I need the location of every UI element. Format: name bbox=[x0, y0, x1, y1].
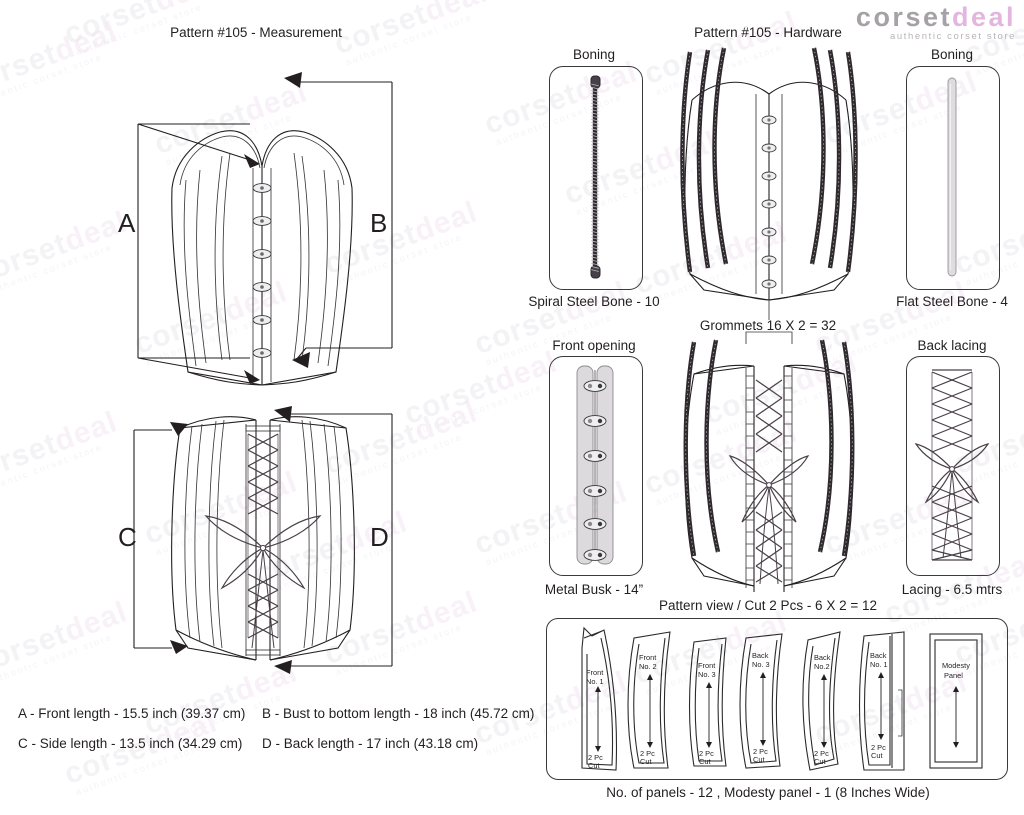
dimension-a-label: A bbox=[118, 208, 136, 238]
svg-text:Modesty: Modesty bbox=[942, 661, 970, 670]
pattern-piece-back-2: Back No.2 2 Pc Cut bbox=[802, 631, 841, 771]
dimension-a bbox=[137, 123, 260, 384]
back-spiral-bones bbox=[683, 339, 855, 557]
measurement-c: C - Side length - 13.5 inch (34.29 cm) bbox=[18, 736, 243, 751]
svg-text:Front: Front bbox=[586, 668, 603, 677]
pattern-pieces: Front No. 1 2 Pc Cut Front No. 2 2 Pc Cu… bbox=[581, 626, 983, 771]
svg-text:2 Pc: 2 Pc bbox=[814, 749, 829, 758]
front-view-diagram bbox=[137, 72, 393, 386]
hardware-back-lacing bbox=[755, 379, 783, 583]
back-lacing bbox=[247, 433, 279, 639]
pattern-view-title: Pattern view / Cut 2 Pcs - 6 X 2 = 12 bbox=[659, 598, 877, 613]
flat-bone-caption: Flat Steel Bone - 4 bbox=[896, 294, 1008, 309]
svg-text:Front: Front bbox=[639, 653, 656, 662]
svg-text:Cut: Cut bbox=[814, 757, 826, 766]
lacing-bow-detail bbox=[914, 443, 990, 559]
svg-text:No. 1: No. 1 bbox=[586, 677, 604, 686]
svg-text:Panel: Panel bbox=[944, 671, 963, 680]
svg-text:Back: Back bbox=[752, 651, 769, 660]
front-busk-grommets bbox=[761, 115, 777, 289]
busk-box bbox=[549, 356, 643, 576]
svg-text:No. 2: No. 2 bbox=[639, 662, 657, 671]
svg-text:No. 3: No. 3 bbox=[752, 660, 770, 669]
dimension-c-label: C bbox=[118, 522, 137, 552]
grommet-ladder bbox=[746, 375, 792, 581]
flat-steel-bone bbox=[947, 77, 957, 277]
pattern-piece-front-1: Front No. 1 2 Pc Cut bbox=[581, 626, 618, 771]
svg-text:Back: Back bbox=[870, 651, 887, 660]
svg-text:2 Pc: 2 Pc bbox=[640, 749, 655, 758]
hardware-bow bbox=[728, 455, 810, 585]
svg-text:No. 3: No. 3 bbox=[698, 670, 716, 679]
grommets-caption: Grommets 16 X 2 = 32 bbox=[699, 318, 837, 333]
boning-right-heading: Boning bbox=[930, 47, 974, 62]
dimension-d-label: D bbox=[370, 522, 389, 552]
dimension-c bbox=[133, 422, 188, 654]
hardware-front-diagram bbox=[680, 47, 858, 320]
busk-closures bbox=[252, 183, 272, 358]
svg-text:Cut: Cut bbox=[753, 755, 765, 764]
brand-name-primary: corset bbox=[855, 2, 952, 32]
spiral-bone-caption: Spiral Steel Bone - 10 bbox=[528, 294, 660, 309]
measurement-title: Pattern #105 - Measurement bbox=[170, 25, 342, 40]
svg-text:Front: Front bbox=[698, 661, 715, 670]
pattern-piece-front-2: Front No. 2 2 Pc Cut bbox=[627, 631, 671, 769]
svg-text:Cut: Cut bbox=[640, 757, 652, 766]
brand-tagline: authentic corset store bbox=[889, 31, 1016, 42]
measurement-b: B - Bust to bottom length - 18 inch (45.… bbox=[262, 706, 535, 721]
svg-text:Cut: Cut bbox=[699, 757, 711, 766]
svg-text:No.2: No.2 bbox=[814, 662, 830, 671]
hardware-title: Pattern #105 - Hardware bbox=[694, 25, 842, 40]
pattern-piece-back-1: Back No. 1 2 Pc Cut bbox=[858, 631, 905, 771]
flat-bone-box bbox=[906, 66, 1000, 290]
panels-footer: No. of panels - 12 , Modesty panel - 1 (… bbox=[606, 785, 930, 800]
busk-clasps bbox=[583, 380, 607, 561]
pattern-pieces-box bbox=[546, 618, 1008, 780]
spiral-bone-box bbox=[549, 66, 643, 290]
brand-logo: corsetdeal authentic corset store bbox=[856, 2, 1016, 42]
measurement-a: A - Front length - 15.5 inch (39.37 cm) bbox=[18, 706, 246, 721]
back-lacing-detail bbox=[914, 369, 990, 561]
pattern-piece-back-3: Back No. 3 2 Pc Cut bbox=[739, 633, 783, 769]
boning-left-heading: Boning bbox=[572, 47, 616, 62]
lacing-box bbox=[906, 356, 1000, 576]
svg-text:2 Pc: 2 Pc bbox=[753, 747, 768, 756]
svg-text:No. 1: No. 1 bbox=[870, 660, 888, 669]
svg-text:Cut: Cut bbox=[871, 751, 883, 760]
svg-text:2 Pc: 2 Pc bbox=[699, 749, 714, 758]
hardware-back-diagram bbox=[683, 331, 855, 592]
dimension-b-label: B bbox=[370, 208, 388, 238]
dimension-b bbox=[284, 72, 393, 368]
svg-text:Back: Back bbox=[814, 653, 831, 662]
lacing-bow bbox=[204, 515, 322, 649]
lacing-heading: Back lacing bbox=[917, 338, 987, 353]
spiral-steel-bone bbox=[590, 75, 601, 279]
metal-busk bbox=[576, 365, 614, 565]
dimension-d bbox=[274, 406, 393, 674]
svg-text:2 Pc: 2 Pc bbox=[871, 743, 886, 752]
back-view-diagram bbox=[133, 406, 393, 674]
svg-text:2 Pc: 2 Pc bbox=[588, 753, 603, 762]
measurement-d: D - Back length - 17 inch (43.18 cm) bbox=[262, 736, 479, 751]
bone-texture bbox=[682, 47, 856, 273]
brand-name-accent: deal bbox=[951, 2, 1016, 32]
svg-text:Cut: Cut bbox=[588, 761, 600, 770]
lacing-caption: Lacing - 6.5 mtrs bbox=[901, 582, 1003, 597]
pattern-piece-front-3: Front No. 3 2 Pc Cut bbox=[688, 637, 727, 767]
busk-caption: Metal Busk - 14” bbox=[544, 582, 644, 597]
busk-heading: Front opening bbox=[552, 338, 636, 353]
pattern-piece-modesty: Modesty Panel bbox=[929, 633, 983, 769]
